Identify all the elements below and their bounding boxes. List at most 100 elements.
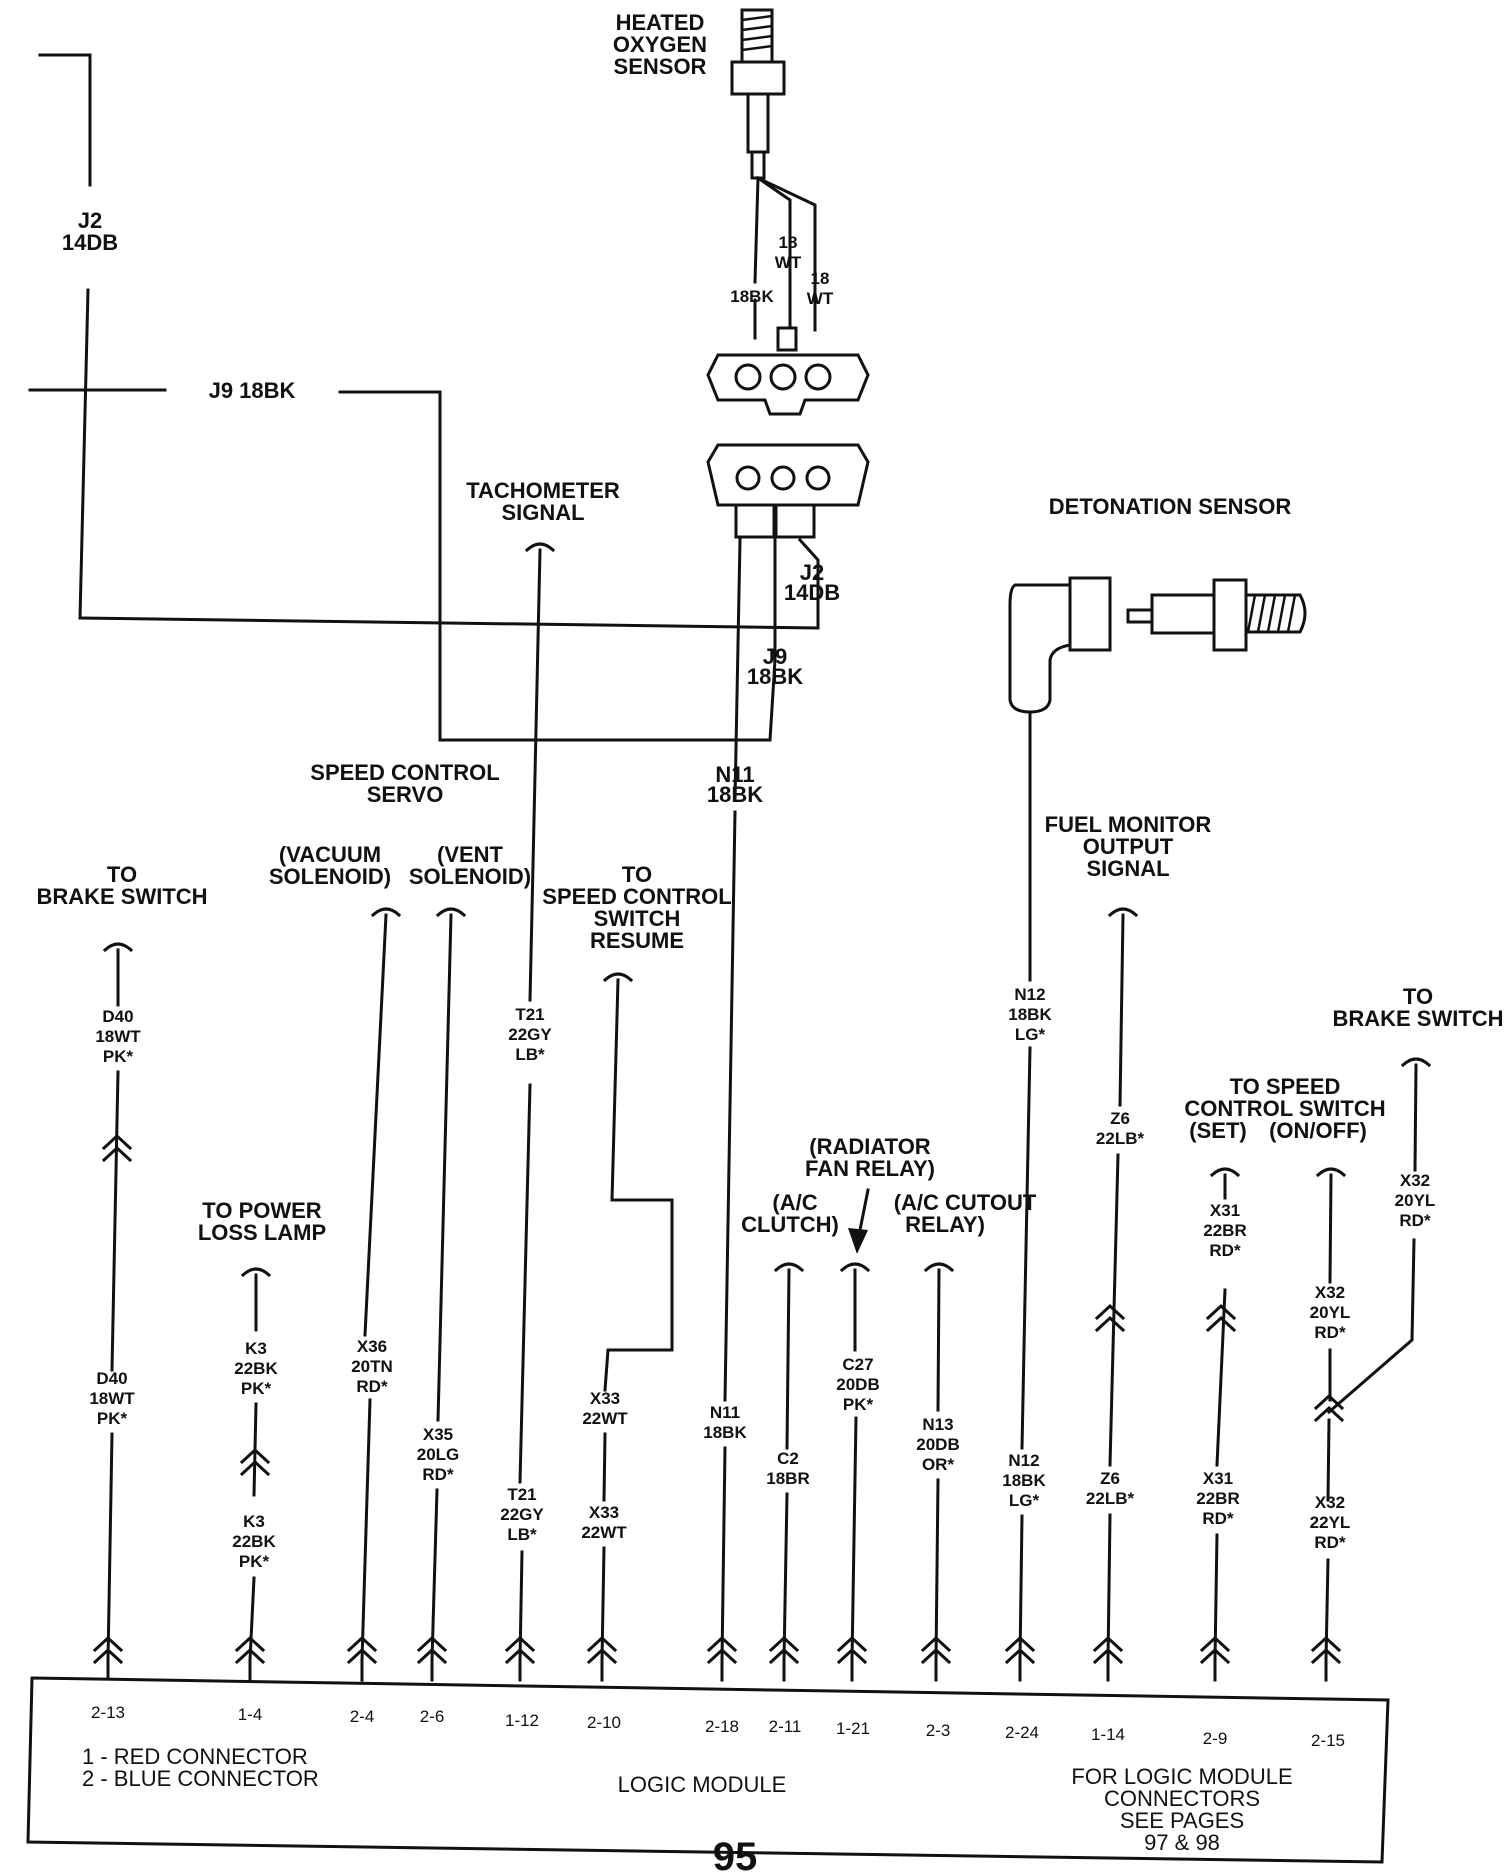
svg-text:22WT: 22WT (582, 1409, 628, 1428)
wire-x32-top (1328, 1173, 1333, 1284)
label-c27-line1: C27 (842, 1355, 873, 1374)
wire-x32-lower (1324, 1558, 1330, 1662)
label-n11-b-line1: N11 (710, 1403, 740, 1422)
on-off-terminal-icon (1315, 1167, 1347, 1178)
svg-text:22GY: 22GY (500, 1505, 544, 1524)
svg-text:22BK: 22BK (234, 1359, 278, 1378)
svg-text:LOSS LAMP: LOSS LAMP (198, 1220, 326, 1245)
svg-text:14DB: 14DB (784, 580, 840, 605)
label-k3-b-line3: PK* (239, 1552, 270, 1571)
svg-text:20TN: 20TN (351, 1357, 393, 1376)
label-t21-a-line2: 22GY (508, 1025, 552, 1044)
svg-text:(VENT: (VENT (437, 842, 504, 867)
wire-z6-top (1118, 913, 1125, 1107)
label-n12-a-line3: LG* (1015, 1025, 1046, 1044)
label-fuel-monitor-line2: OUTPUT (1083, 834, 1174, 859)
svg-text:LB*: LB* (515, 1045, 545, 1064)
label-t21-b-line3: LB* (507, 1525, 537, 1544)
svg-text:X32: X32 (1400, 1171, 1430, 1190)
svg-text:RD*: RD* (1314, 1533, 1346, 1552)
svg-text:22BK: 22BK (232, 1532, 276, 1551)
label-x33-a-line1: X33 (590, 1389, 620, 1408)
label-heated-oxygen-line3: SENSOR (614, 54, 707, 79)
label-j9-b-line1: J9 (763, 644, 787, 669)
legend-blue-connector: 2 - BLUE CONNECTOR (82, 1766, 319, 1791)
pin-label: 2-6 (420, 1707, 445, 1726)
wire-x35-upper (436, 913, 453, 1422)
ac-clutch-terminal-icon (773, 1262, 805, 1273)
svg-text:C27: C27 (842, 1355, 873, 1374)
svg-text:TO: TO (622, 862, 652, 887)
label-z6-b-line2: 22LB* (1086, 1489, 1135, 1508)
label-x32-a-line2: 20YL (1395, 1191, 1436, 1210)
label-c2-line1: C2 (777, 1449, 799, 1468)
pin-label: 2-10 (587, 1713, 621, 1732)
label-resume-line1: TO (622, 862, 652, 887)
svg-text:22YL: 22YL (1310, 1513, 1351, 1532)
svg-text:RD*: RD* (356, 1377, 388, 1396)
svg-text:22GY: 22GY (508, 1025, 552, 1044)
svg-text:X33: X33 (589, 1503, 619, 1522)
svg-text:FUEL MONITOR: FUEL MONITOR (1045, 812, 1212, 837)
svg-text:LOGIC MODULE: LOGIC MODULE (618, 1772, 787, 1797)
tachometer-terminal-icon (524, 542, 556, 553)
svg-text:X32: X32 (1315, 1493, 1345, 1512)
power-loss-terminal-icon (240, 1267, 272, 1278)
pin-label: 2-13 (91, 1703, 125, 1722)
svg-text:2-15: 2-15 (1311, 1731, 1345, 1750)
svg-text:Z6: Z6 (1100, 1469, 1120, 1488)
label-x31-a-line2: 22BR (1203, 1221, 1246, 1240)
label-d40-a-line2: 18WT (95, 1027, 141, 1046)
radiator-fan-terminal-icon (839, 1262, 871, 1273)
svg-text:J2: J2 (78, 208, 102, 233)
z6-connector-icon (1094, 1303, 1126, 1333)
label-resume-line2: SPEED CONTROL (542, 884, 731, 909)
k3-connector-icon (239, 1447, 271, 1477)
label-x31-b-line1: X31 (1203, 1469, 1233, 1488)
svg-text:SPEED CONTROL: SPEED CONTROL (542, 884, 731, 909)
svg-text:18WT: 18WT (95, 1027, 141, 1046)
svg-text:1-4: 1-4 (238, 1705, 263, 1724)
x31-connector-icon (1205, 1303, 1237, 1333)
wire-t21-lower (518, 1550, 524, 1662)
pin-label: 2-11 (769, 1717, 802, 1736)
label-on-off: (ON/OFF) (1269, 1118, 1367, 1143)
pin-label: 1-4 (238, 1705, 263, 1724)
svg-text:J9 18BK: J9 18BK (209, 378, 296, 403)
svg-text:SWITCH: SWITCH (594, 906, 681, 931)
svg-text:OUTPUT: OUTPUT (1083, 834, 1174, 859)
label-power-loss-line2: LOSS LAMP (198, 1220, 326, 1245)
svg-text:TACHOMETER: TACHOMETER (466, 478, 620, 503)
wire-n11-lower (720, 1446, 727, 1662)
wire-n13-upper (936, 1268, 941, 1412)
svg-text:(SET): (SET) (1189, 1118, 1246, 1143)
label-x33-b-line2: 22WT (581, 1523, 627, 1542)
label-j2-b-line2: 14DB (784, 580, 840, 605)
label-vacuum-solenoid-line1: (VACUUM (279, 842, 381, 867)
label-c2-line2: 18BR (766, 1469, 809, 1488)
label-c27-line2: 20DB (836, 1375, 879, 1394)
label-n13-line2: 20DB (916, 1435, 959, 1454)
wire-oxygen-18wt-a (755, 175, 792, 327)
label-tachometer-line2: SIGNAL (501, 500, 584, 525)
wire-d40-bottom (106, 1432, 114, 1662)
svg-text:22LB*: 22LB* (1086, 1489, 1135, 1508)
label-brake-right-line1: TO (1403, 984, 1433, 1009)
svg-text:LG*: LG* (1009, 1491, 1040, 1510)
label-d40-b-line2: 18WT (89, 1389, 135, 1408)
wire-j2-top (38, 53, 92, 187)
ac-cutout-terminal-icon (923, 1262, 955, 1273)
label-x32-c-line3: RD* (1314, 1533, 1346, 1552)
brake-right-terminal-icon (1400, 1057, 1432, 1068)
svg-text:K3: K3 (243, 1512, 265, 1531)
label-n11-a-line2: 18BK (707, 782, 763, 807)
svg-text:LB*: LB* (507, 1525, 537, 1544)
label-heated-oxygen-line2: OXYGEN (613, 32, 707, 57)
label-18bk-oxygen: 18BK (730, 287, 774, 306)
svg-text:18: 18 (779, 233, 798, 252)
svg-text:18BK: 18BK (703, 1423, 747, 1442)
label-j9-a: J9 18BK (209, 378, 296, 403)
label-x32-a-line1: X32 (1400, 1171, 1430, 1190)
label-radiator-line1: (RADIATOR (809, 1134, 931, 1159)
